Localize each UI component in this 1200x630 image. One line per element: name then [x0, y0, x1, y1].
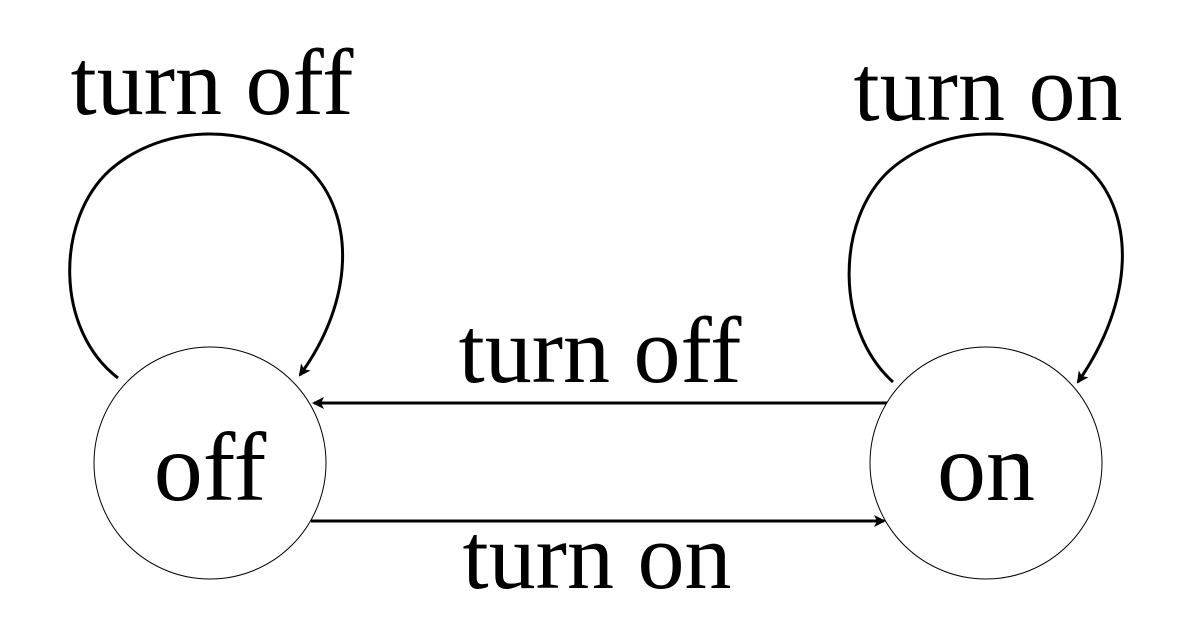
self-loop-off-arrow	[68, 132, 344, 380]
transition-on-to-off-label: turn off	[459, 299, 743, 403]
self-loop-on-label: turn on	[854, 37, 1123, 141]
state-on-label: on	[937, 414, 1035, 522]
state-off-circle	[93, 346, 327, 580]
transition-off-to-on-label: turn on	[463, 505, 732, 609]
self-loop-on-arrow	[847, 132, 1124, 384]
state-on-circle	[869, 346, 1103, 580]
state-off-label: off	[154, 414, 267, 522]
self-loop-off-label: turn off	[71, 31, 355, 135]
